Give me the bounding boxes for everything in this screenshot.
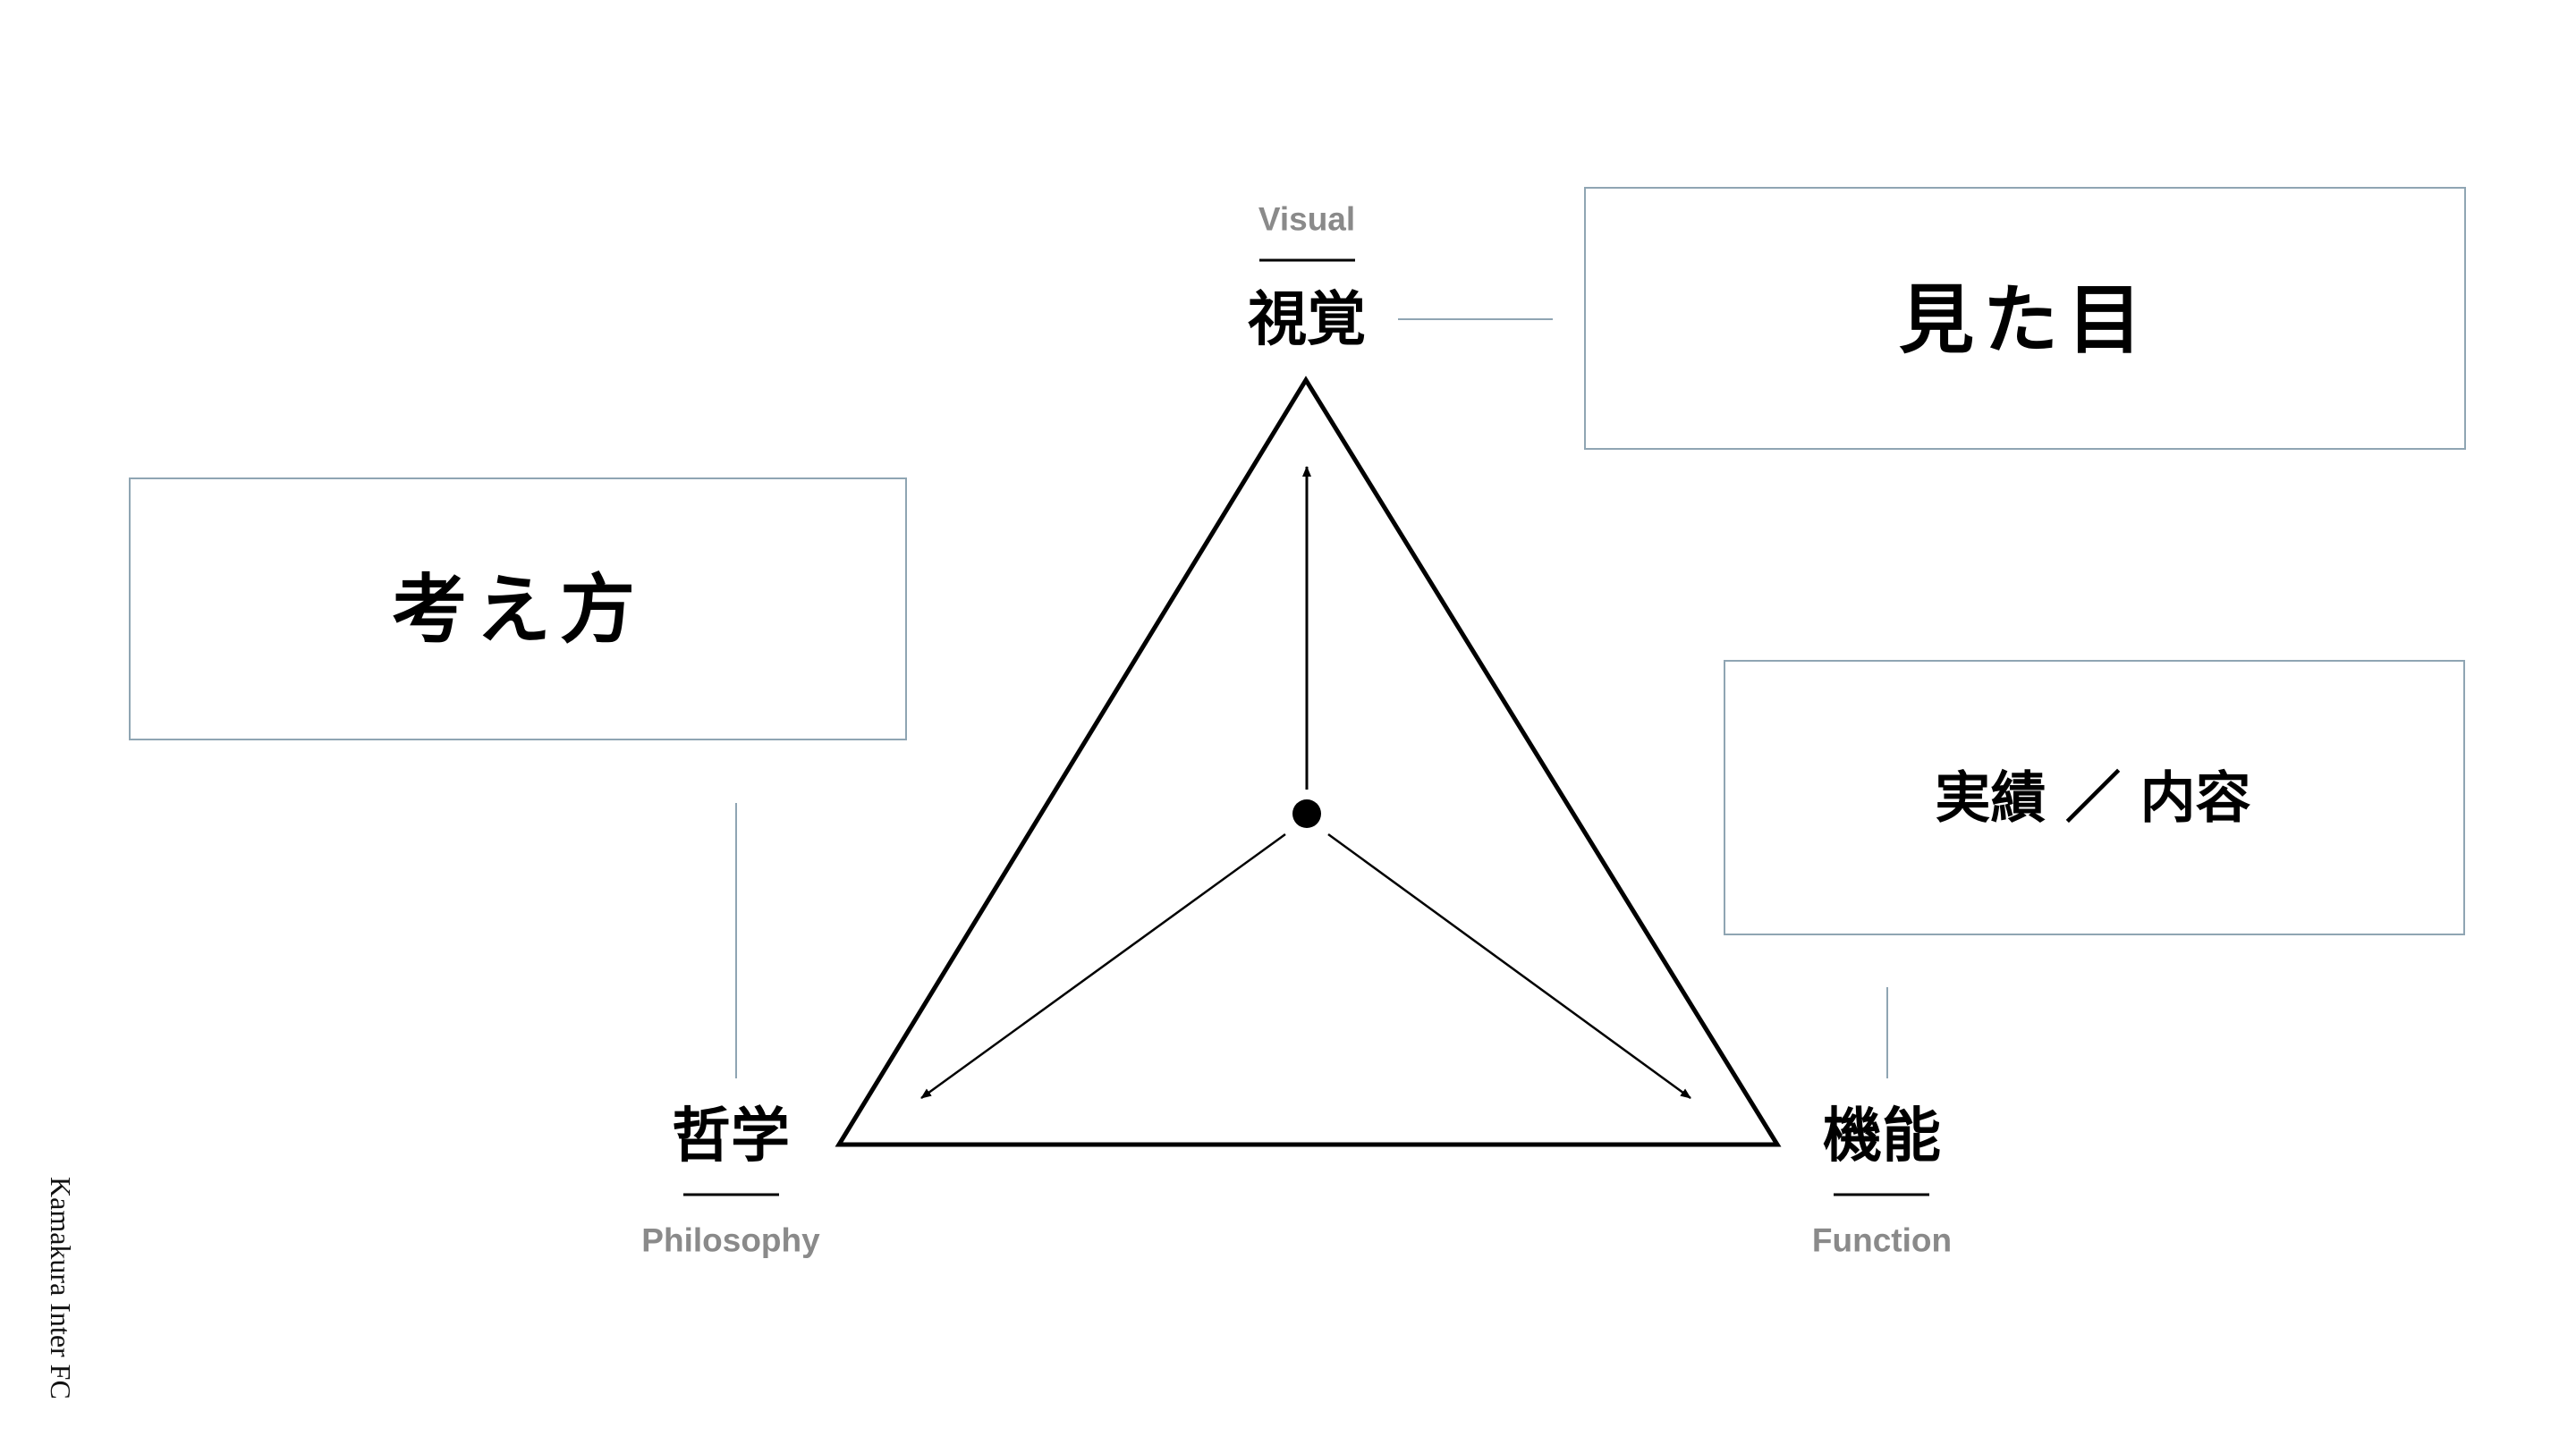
arrow-to-philosophy — [920, 832, 1286, 1100]
center-dot — [1292, 799, 1321, 828]
box-visual-label: 見た目 — [1899, 276, 2151, 364]
box-visual: 見た目 — [1584, 187, 2466, 450]
node-function-label: 機能 — [1823, 1102, 1941, 1170]
box-visual-frame — [1584, 187, 2466, 450]
arrow-to-function — [1327, 832, 1691, 1100]
node-visual: Visual 視覚 — [1248, 201, 1366, 354]
footer-brand: Kamakura Inter FC — [45, 1177, 77, 1399]
node-visual-label: 視覚 — [1248, 285, 1366, 354]
box-function: 実績 ／ 内容 — [1724, 660, 2465, 935]
triangle-outline — [835, 376, 1782, 1147]
box-function-frame — [1724, 660, 2465, 935]
box-function-label: 実績 ／ 内容 — [1935, 765, 2250, 831]
node-function-en: Function — [1812, 1222, 1952, 1259]
node-philosophy-en: Philosophy — [641, 1222, 820, 1259]
box-philosophy: 考え方 — [129, 477, 907, 740]
node-visual-en: Visual — [1258, 201, 1355, 238]
node-philosophy-label: 哲学 — [672, 1102, 790, 1170]
box-philosophy-label: 考え方 — [392, 566, 644, 654]
node-function: 機能 Function — [1812, 1102, 1952, 1259]
node-philosophy: 哲学 Philosophy — [641, 1102, 820, 1259]
box-philosophy-frame — [129, 477, 907, 740]
